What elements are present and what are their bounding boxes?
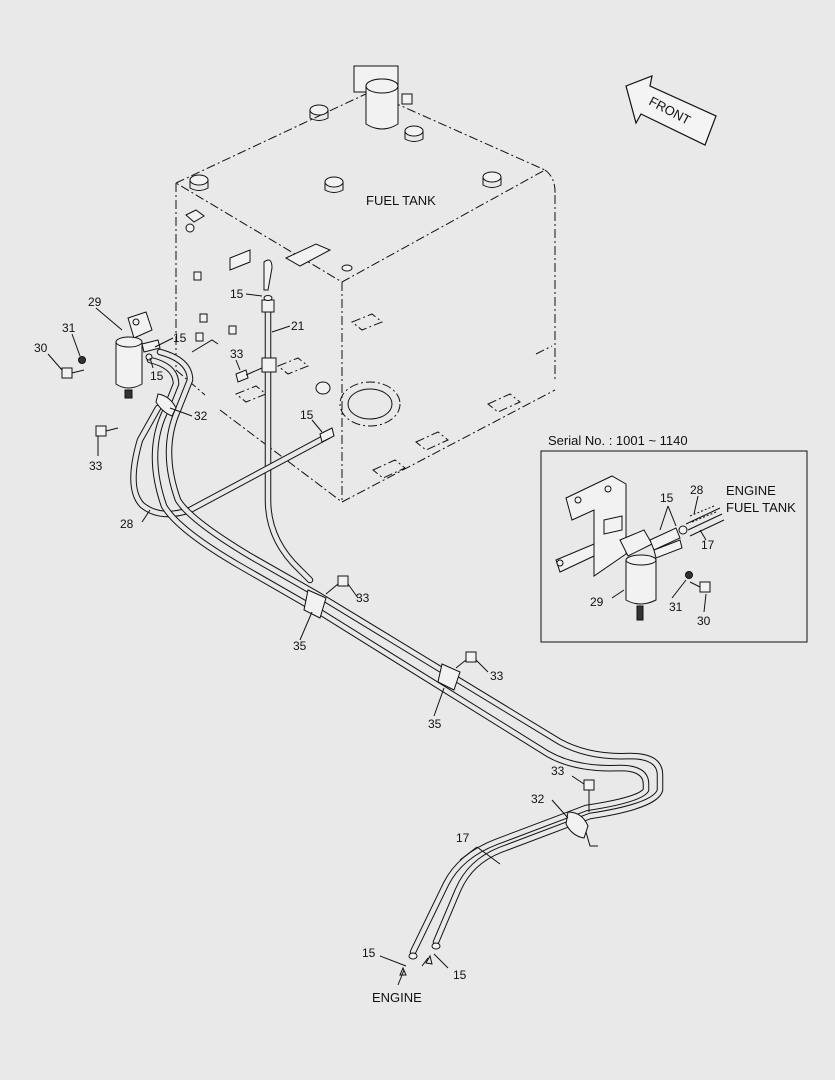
callout-21: 21: [291, 319, 305, 333]
engine-label: ENGINE: [372, 990, 422, 1005]
callout-33: 33: [89, 459, 103, 473]
filler-neck: [353, 65, 413, 130]
serial-inset: Serial No. : 1001 ~ 1140 15 28 17: [540, 433, 808, 643]
callout-33: 33: [551, 764, 565, 778]
callout-15: 15: [362, 946, 376, 960]
callout-30: 30: [34, 341, 48, 355]
inset-engine-label: ENGINE: [726, 483, 776, 498]
callout-leaders: [47, 293, 585, 986]
tank-top-bosses: [189, 104, 502, 272]
callout-28: 28: [120, 517, 134, 531]
clamps: [155, 357, 598, 847]
callout-numbers: 29 31 30 15 15 15 21 33 32 15 33 28 33 3…: [34, 287, 565, 1005]
inset-callout-17: 17: [701, 538, 715, 552]
callout-32: 32: [531, 792, 545, 806]
callout-31: 31: [62, 321, 76, 335]
inset-callout-29: 29: [590, 595, 604, 609]
bolt-icon: [95, 425, 119, 437]
bolt-icon: [455, 651, 477, 669]
callout-15: 15: [230, 287, 244, 301]
sender-flange: [315, 381, 401, 427]
callout-33: 33: [356, 591, 370, 605]
bolt-icon: [583, 779, 595, 812]
callout-33: 33: [230, 347, 244, 361]
front-direction-arrow: FRONT: [625, 75, 717, 146]
callout-15: 15: [150, 369, 164, 383]
inset-callout-15: 15: [660, 491, 674, 505]
inset-callout-30: 30: [697, 614, 711, 628]
callout-17: 17: [456, 831, 470, 845]
inset-callout-31: 31: [669, 600, 683, 614]
callout-15: 15: [300, 408, 314, 422]
callout-15: 15: [173, 331, 187, 345]
callout-32: 32: [194, 409, 208, 423]
callout-15: 15: [453, 968, 467, 982]
fuel-pipes: [130, 295, 664, 960]
callout-33: 33: [490, 669, 504, 683]
bolt-icon: [325, 575, 349, 595]
serial-label: Serial No. : 1001 ~ 1140: [548, 433, 688, 448]
fuel-tank-label: FUEL TANK: [366, 193, 436, 208]
inset-frame: [540, 450, 808, 643]
callout-29: 29: [88, 295, 102, 309]
fuel-filter: [61, 311, 161, 399]
bolts: [95, 367, 595, 812]
bolt-icon: [235, 367, 263, 383]
fuel-tank: FUEL TANK: [174, 65, 556, 503]
inset-fuel-tank-label: FUEL TANK: [726, 500, 796, 515]
callout-35: 35: [293, 639, 307, 653]
inset-callout-28: 28: [690, 483, 704, 497]
callout-35: 35: [428, 717, 442, 731]
